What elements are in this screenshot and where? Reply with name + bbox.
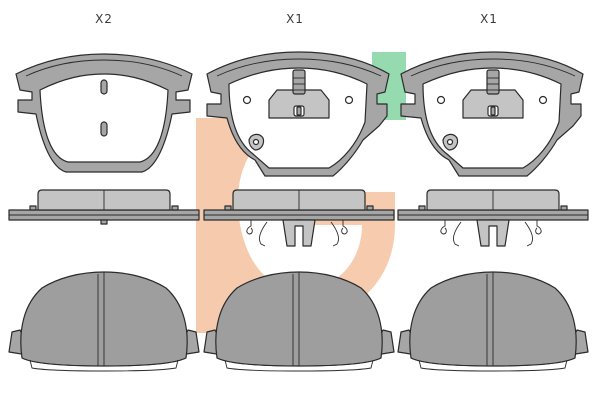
pad-1-side-view — [8, 189, 200, 225]
quantity-label-column-2: X1 — [286, 12, 304, 26]
pad-1-backing-plate-view — [15, 53, 193, 173]
pad-1-friction-face-view — [8, 271, 200, 372]
pad-3-backing-plate-view — [400, 51, 584, 177]
quantity-label-column-1: X2 — [95, 12, 113, 26]
pad-3-side-view — [397, 189, 589, 247]
quantity-label-column-3: X1 — [480, 12, 498, 26]
pad-3-friction-face-view — [397, 271, 589, 372]
